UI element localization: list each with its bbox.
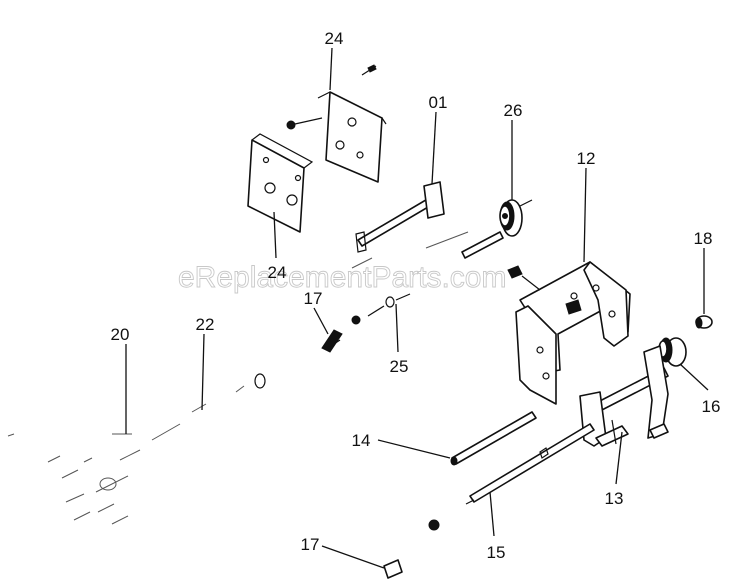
callout-13: 13 (605, 489, 624, 508)
callout-24-lower: 24 (268, 263, 287, 282)
callout-18: 18 (694, 229, 713, 248)
callout-15: 15 (487, 543, 506, 562)
part-14-pin (450, 411, 537, 466)
callout-17-pin: 17 (301, 535, 320, 554)
callout-16: 16 (702, 397, 721, 416)
callout-20: 20 (111, 325, 130, 344)
callout-17-spring: 17 (304, 289, 323, 308)
part-12-bracket (507, 261, 631, 405)
part-13-yoke (579, 345, 669, 447)
part-15-washer (428, 519, 440, 531)
callout-labels: 24 01 26 12 18 24 17 25 20 22 16 14 13 1… (111, 29, 721, 562)
callout-22: 22 (196, 315, 215, 334)
callout-24-upper: 24 (325, 29, 344, 48)
part-15-shaft (465, 423, 595, 505)
callout-25: 25 (390, 357, 409, 376)
callout-14: 14 (352, 431, 371, 450)
leader-lines (125, 47, 709, 569)
part-01-shaft (351, 181, 504, 269)
part-25-hardware (351, 293, 411, 325)
part-17-spring (321, 329, 343, 353)
part-17-pin (383, 559, 403, 579)
part-22-assembly (112, 373, 266, 441)
callout-01: 01 (429, 93, 448, 112)
watermark: eReplacementParts.com (178, 261, 506, 294)
part-20-assembly (7, 433, 141, 525)
callout-12: 12 (577, 149, 596, 168)
callout-26: 26 (504, 101, 523, 120)
part-18-bushing (695, 315, 713, 329)
part-16-roller (658, 337, 687, 367)
part-24-lower-plate (247, 133, 314, 233)
part-24-upper-plate (286, 64, 387, 183)
part-26-roller (499, 199, 533, 237)
